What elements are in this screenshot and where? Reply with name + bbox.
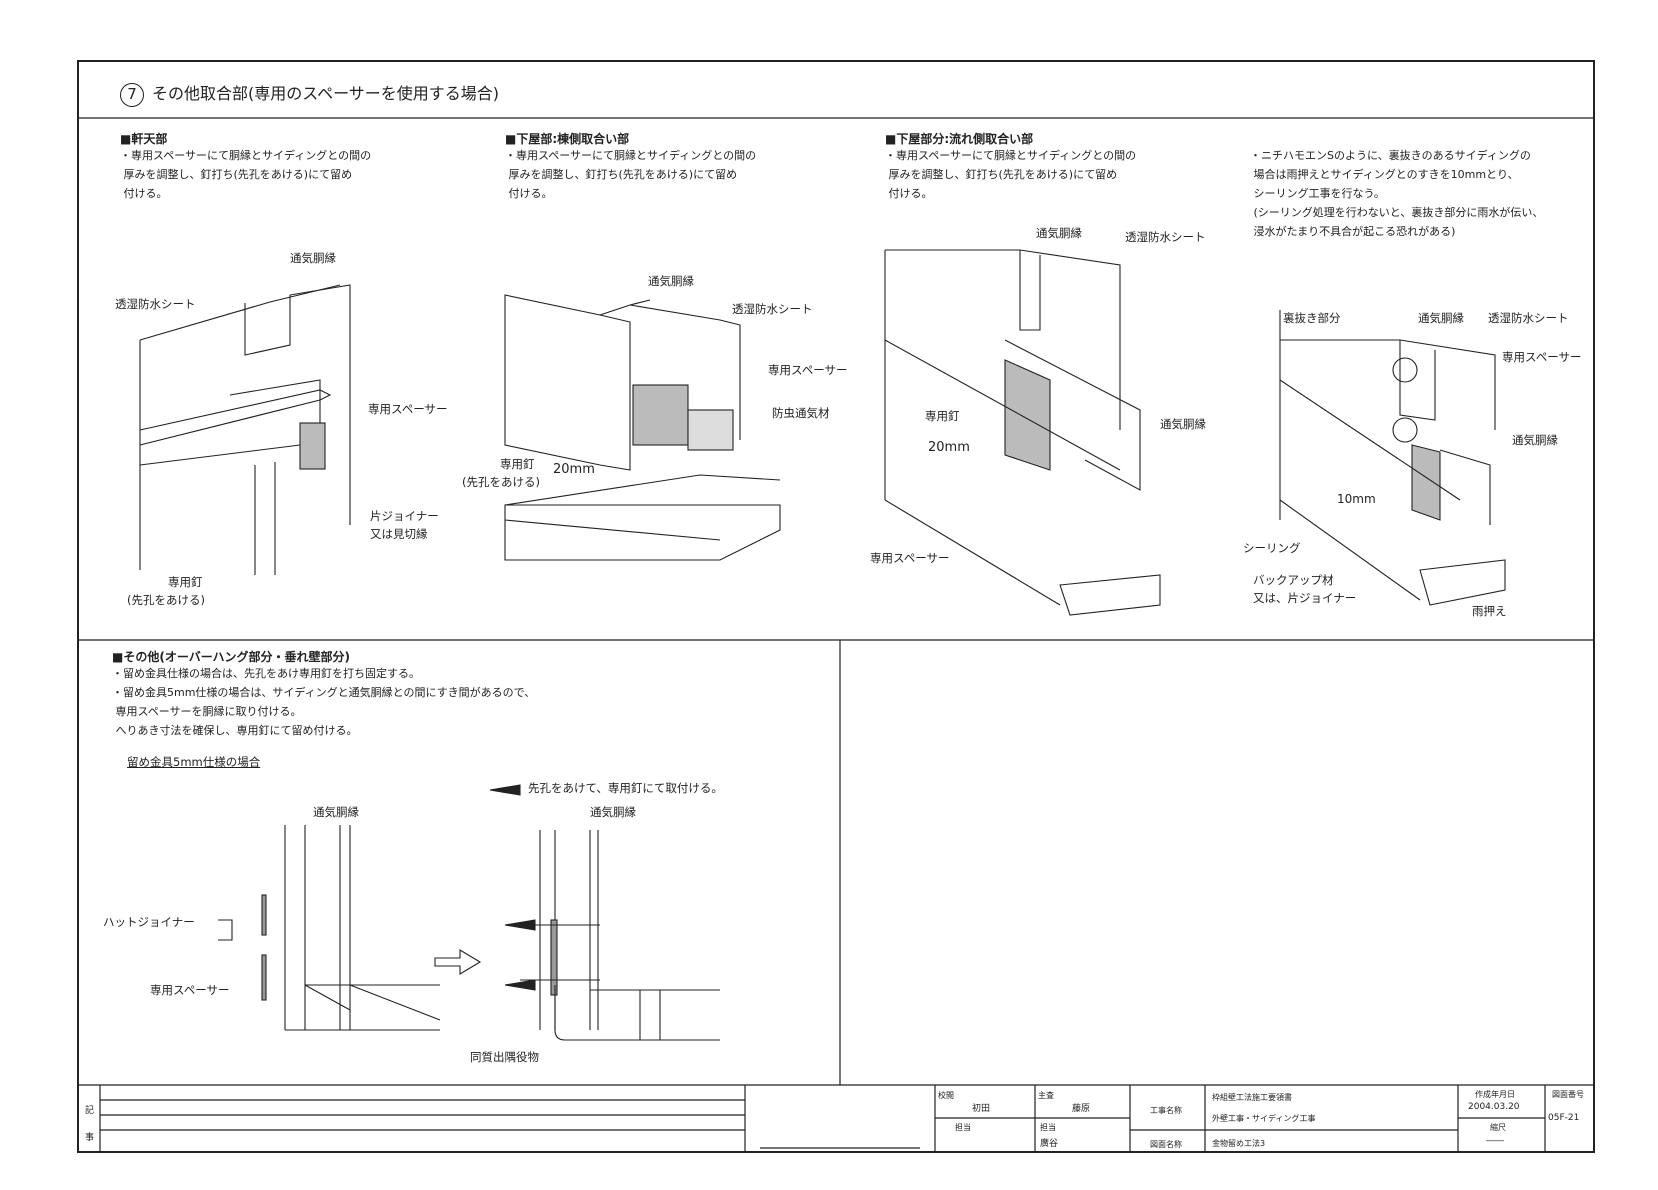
tb-drawing: 金物留め工法3 (1212, 1139, 1266, 1148)
tb-project1: 枠組壁工法施工要領書 (1212, 1093, 1292, 1102)
tb-charge-label2: 担当 (1040, 1123, 1056, 1132)
tb-scale: ―― (1486, 1136, 1504, 1146)
nichiha-label-batten2: 通気胴縁 (1512, 433, 1558, 447)
nichiha-label-batten: 通気胴縁 (1418, 311, 1464, 325)
eaves-heading: ■軒天部 (120, 132, 168, 146)
tb-chief: 藤原 (1072, 1104, 1091, 1114)
nichiha-label-spacer: 専用スペーサー (1502, 350, 1582, 364)
tb-checked-label: 校閲 (938, 1091, 954, 1100)
lower-side-label-insect: 防虫通気材 (772, 406, 830, 420)
page-title: 7 その他取合部(専用のスペーサーを使用する場合) (120, 80, 499, 107)
lower-flow-dim: 20mm (928, 440, 970, 455)
lower-side-text: ・専用スペーサーにて胴縁とサイディングとの間の 厚みを調整し、釘打ち(先孔をあけ… (505, 149, 757, 200)
tb-project2: 外壁工事・サイディング工事 (1212, 1114, 1316, 1123)
lower-flow-heading: ■下屋部分:流れ側取合い部 (885, 132, 1034, 146)
lower-side-label-spacer: 専用スペーサー (768, 363, 848, 377)
lower-side-label-nail: 専用釘 (500, 457, 535, 471)
lower-flow-label-nail: 専用釘 (925, 409, 960, 423)
nichiha-label-flashing: 雨押え (1472, 604, 1507, 618)
other-subheading: 留め金具5mm仕様の場合 (127, 755, 261, 769)
lower-flow-label-spacer: 専用スペーサー (870, 551, 950, 565)
eaves-label-joiner: 片ジョイナー (370, 509, 439, 523)
lower-side-label-batten: 通気胴縁 (648, 274, 694, 288)
lower-side-label-sheet: 透湿防水シート (732, 302, 813, 316)
drawing-sheet (77, 60, 1595, 1153)
lower-flow-label-batten2: 通気胴縁 (1160, 417, 1206, 431)
eaves-label-spacer: 専用スペーサー (368, 402, 448, 416)
eaves-label-batten: 通気胴縁 (290, 251, 336, 265)
nichiha-label-backup: バックアップ材 (1253, 573, 1334, 587)
nichiha-label-backup2: 又は、片ジョイナー (1253, 591, 1357, 605)
tb-date: 2004.03.20 (1468, 1102, 1520, 1112)
other-note: 先孔をあけて、専用釘にて取付ける。 (528, 781, 723, 795)
tb-record2: 事 (85, 1133, 95, 1143)
other-label-hat: ハットジョイナー (103, 915, 195, 929)
tb-charge-label: 担当 (955, 1123, 971, 1132)
other-label-corner: 同質出隅役物 (470, 1050, 539, 1064)
tb-record: 記 (85, 1106, 95, 1116)
tb-chief-label: 主査 (1038, 1091, 1054, 1100)
lower-flow-label-batten: 通気胴縁 (1036, 226, 1082, 240)
other-label-batten2: 通気胴縁 (590, 805, 636, 819)
tb-date-label: 作成年月日 (1475, 1090, 1515, 1099)
other-text: ・留め金具仕様の場合は、先孔をあけ専用釘を打ち固定する。 ・留め金具5mm仕様の… (112, 667, 536, 737)
other-label-batten: 通気胴縁 (313, 805, 359, 819)
eaves-label-nail: 専用釘 (168, 575, 203, 589)
tb-no-label: 図面番号 (1552, 1090, 1584, 1099)
lower-side-heading: ■下屋部:棟側取合い部 (505, 132, 630, 146)
nichiha-label-back: 裏抜き部分 (1283, 311, 1341, 325)
lower-flow-text: ・専用スペーサーにて胴縁とサイディングとの間の 厚みを調整し、釘打ち(先孔をあけ… (885, 149, 1137, 200)
nichiha-dim: 10mm (1337, 492, 1376, 506)
tb-no: 05F-21 (1548, 1113, 1580, 1123)
other-label-spacer: 専用スペーサー (150, 983, 230, 997)
lower-flow-label-sheet: 透湿防水シート (1125, 230, 1206, 244)
nichiha-label-sealing: シーリング (1243, 541, 1301, 555)
eaves-text: ・専用スペーサーにて胴縁とサイディングとの間の 厚みを調整し、釘打ち(先孔をあけ… (120, 149, 372, 200)
tb-scale-label: 縮尺 (1490, 1123, 1506, 1132)
eaves-label-nail2: (先孔をあける) (127, 593, 205, 607)
eaves-label-joiner2: 又は見切縁 (370, 527, 428, 541)
page-title-text: その他取合部(専用のスペーサーを使用する場合) (152, 84, 500, 103)
lower-side-dim: 20mm (553, 462, 595, 477)
tb-project-label: 工事名称 (1150, 1106, 1182, 1115)
other-heading: ■その他(オーバーハング部分・垂れ壁部分) (112, 650, 350, 664)
nichiha-label-sheet: 透湿防水シート (1488, 311, 1569, 325)
nichiha-text: ・ニチハモエンSのように、裏抜きのあるサイディングの 場合は雨押えとサイディング… (1250, 149, 1544, 238)
eaves-label-sheet: 透湿防水シート (115, 297, 196, 311)
section-number: 7 (120, 83, 144, 107)
tb-charge: 廣谷 (1040, 1139, 1059, 1149)
tb-drawing-label: 図面名称 (1150, 1140, 1182, 1149)
tb-checked: 初田 (972, 1104, 991, 1114)
lower-side-label-nail2: (先孔をあける) (462, 475, 540, 489)
